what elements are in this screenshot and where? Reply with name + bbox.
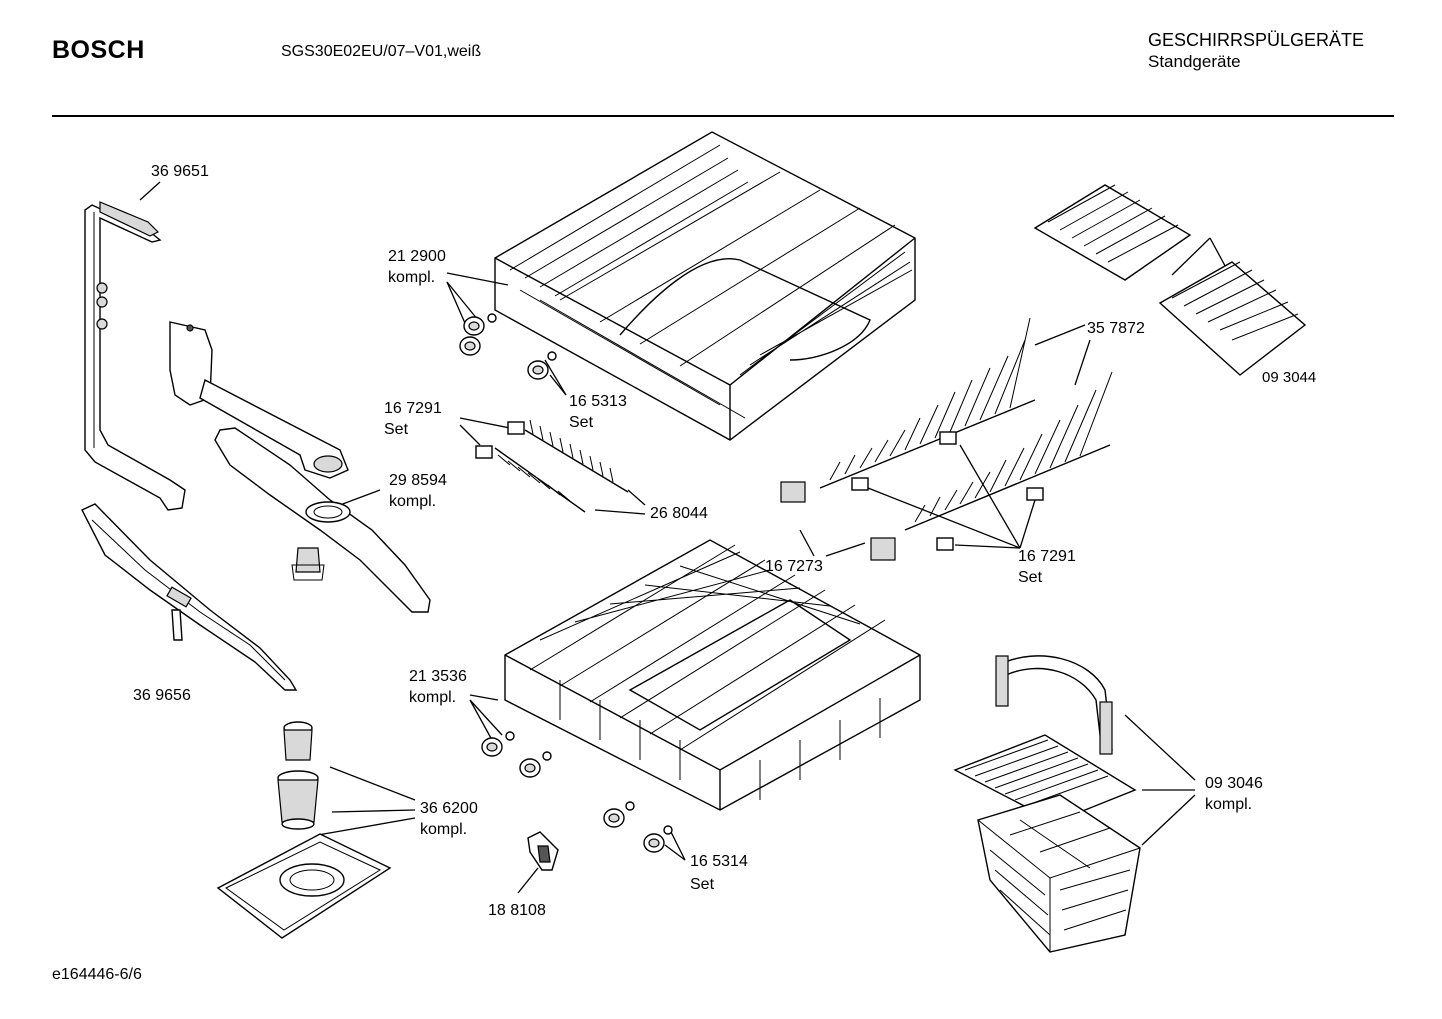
label-093046-note: kompl. xyxy=(1205,796,1252,813)
label-212900-note: kompl. xyxy=(388,269,435,286)
label-167291-upper-note: Set xyxy=(384,421,409,438)
label-165313: 16 5313 xyxy=(569,393,627,410)
label-369656: 36 9656 xyxy=(133,687,191,704)
document-id: e164446-6/6 xyxy=(52,966,142,983)
label-165314: 16 5314 xyxy=(690,853,748,870)
label-268044: 26 8044 xyxy=(650,505,708,522)
lower-basket xyxy=(504,539,921,811)
label-167291-lower: 16 7291 xyxy=(1018,548,1076,565)
appliance-category: GESCHIRRSPÜLGERÄTE xyxy=(1148,30,1365,50)
brand-logo: BOSCH xyxy=(52,36,145,64)
label-093046: 09 3046 xyxy=(1205,775,1263,792)
label-165313-note: Set xyxy=(569,414,594,431)
cup-rack-upper xyxy=(475,419,629,513)
tine-racks xyxy=(780,317,1113,561)
label-188108: 18 8108 xyxy=(488,902,546,919)
label-369651: 36 9651 xyxy=(151,163,209,180)
upper-basket xyxy=(494,131,916,441)
cutlery-basket xyxy=(953,655,1141,953)
basket-clip xyxy=(527,831,559,871)
label-093044: 09 3044 xyxy=(1262,369,1316,386)
appliance-subcategory: Standgeräte xyxy=(1148,52,1241,71)
lower-spray-arm xyxy=(81,503,298,691)
label-167291-upper: 16 7291 xyxy=(384,400,442,417)
upper-basket-rollers xyxy=(459,313,557,380)
label-212900: 21 2900 xyxy=(388,248,446,265)
label-213536-note: kompl. xyxy=(409,689,456,706)
lower-basket-rollers xyxy=(481,731,673,853)
label-366200: 36 6200 xyxy=(420,800,478,817)
label-298594: 29 8594 xyxy=(389,472,447,489)
model-number: SGS30E02EU/07–V01,weiß xyxy=(281,43,482,60)
label-213536: 21 3536 xyxy=(409,668,467,685)
label-167273: 16 7273 xyxy=(765,558,823,575)
header-divider xyxy=(52,115,1394,117)
label-357872: 35 7872 xyxy=(1087,320,1145,337)
upper-spray-arm xyxy=(214,427,431,613)
label-298594-note: kompl. xyxy=(389,493,436,510)
leader-lines xyxy=(139,181,1231,894)
cutlery-trays xyxy=(1033,184,1307,376)
filter-assembly xyxy=(216,721,392,939)
label-366200-note: kompl. xyxy=(420,821,467,838)
label-165314-note: Set xyxy=(690,876,715,893)
label-167291-lower-note: Set xyxy=(1018,569,1043,586)
spray-supply-pipe xyxy=(84,201,186,511)
upper-spray-pipe xyxy=(169,321,349,479)
